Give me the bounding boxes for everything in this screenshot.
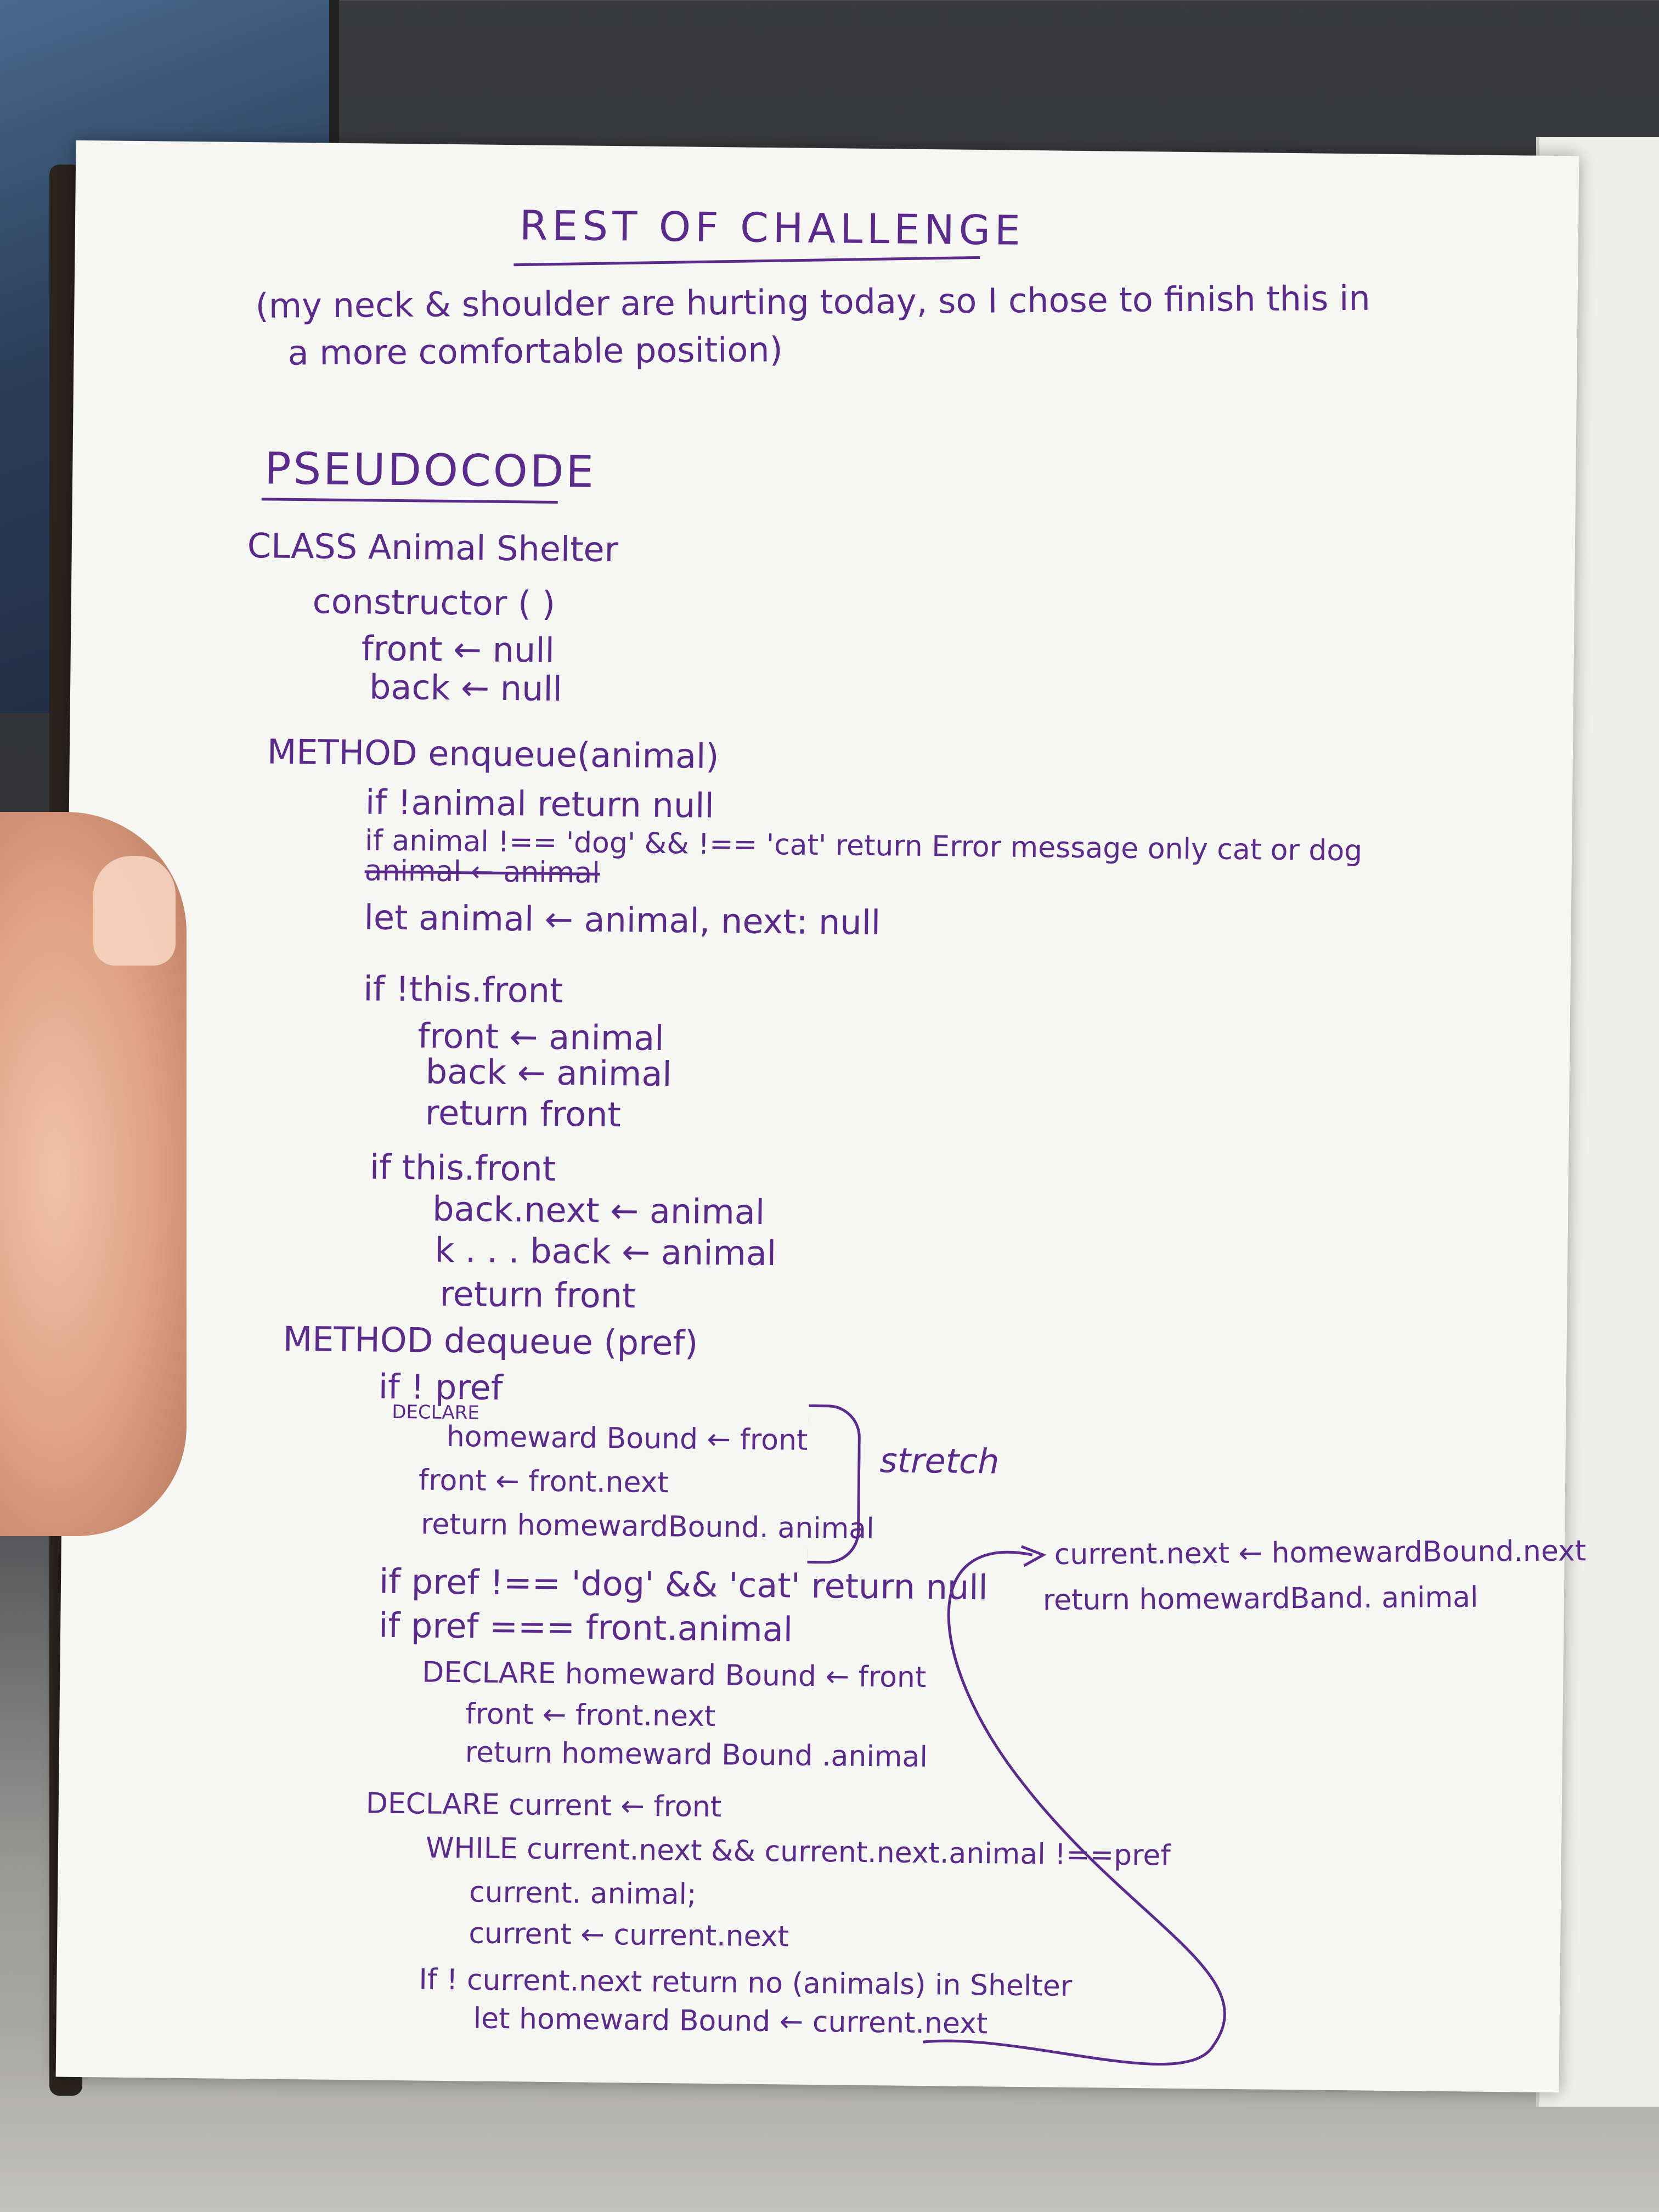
notebook-page: REST OF CHALLENGE (my neck & shoulder ar… [55,140,1586,2093]
thumb-nail [93,856,176,966]
connector-arrow [923,1545,1226,2066]
